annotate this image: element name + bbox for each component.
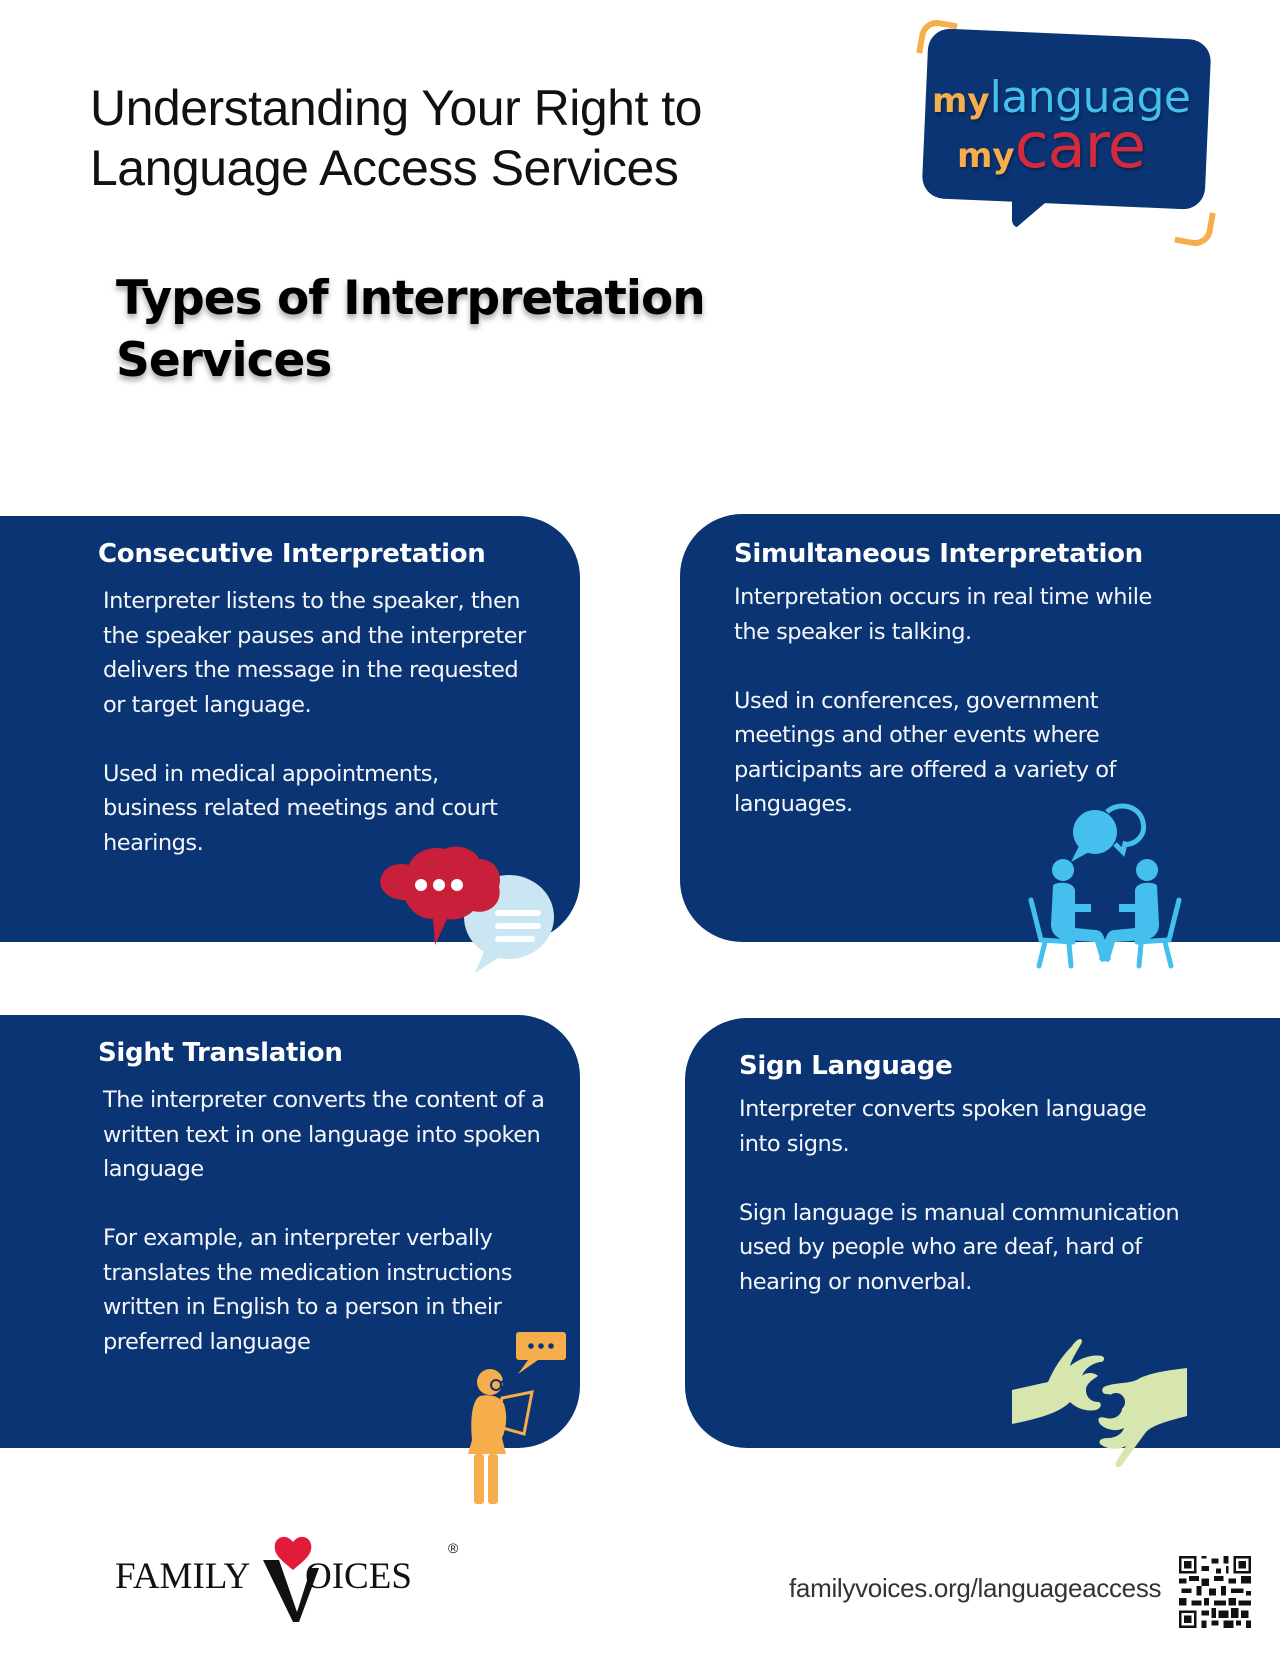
section-title-line-1: Types of Interpretation	[116, 271, 706, 326]
logo-care: care	[1014, 109, 1146, 182]
logo-my-1: my	[932, 81, 990, 121]
heart-v-icon	[263, 1536, 319, 1622]
section-title: Types of Interpretation Services	[116, 268, 706, 392]
registered-mark: ®	[448, 1540, 459, 1556]
family-voices-logo: FAMILY OICES ®	[115, 1530, 475, 1630]
card-paragraph: Interpretation occurs in real time while…	[734, 584, 1152, 645]
card-paragraph: Used in medical appointments, business r…	[103, 760, 498, 856]
person-reading-document-icon	[468, 1332, 566, 1504]
card-paragraph: The interpreter converts the content of …	[103, 1087, 545, 1182]
logo-voices-text: OICES	[305, 1556, 412, 1597]
logo-language: language	[989, 72, 1191, 123]
card-paragraph: Used in conferences, government meetings…	[734, 687, 1116, 818]
card-paragraph: Sign language is manual communication us…	[739, 1199, 1180, 1295]
card-title: Simultaneous Interpretation	[734, 539, 1143, 569]
card-body: The interpreter converts the content of …	[98, 1083, 553, 1359]
card-simultaneous-interpretation: Simultaneous Interpretation Interpretati…	[680, 514, 1280, 942]
logo-accent-arc-bottom	[1174, 207, 1216, 249]
website-url[interactable]: familyvoices.org/languageaccess	[789, 1573, 1162, 1603]
logo-family-text: FAMILY	[115, 1556, 251, 1597]
qr-code-icon[interactable]	[1179, 1556, 1251, 1628]
card-paragraph: Interpreter converts spoken language int…	[739, 1096, 1147, 1157]
logo-line-1: mylanguage	[932, 72, 1191, 123]
speech-bubbles-icon	[380, 846, 554, 973]
my-language-my-care-logo: mylanguage mycare	[915, 17, 1216, 249]
logo-line-2: mycare	[957, 115, 1146, 177]
signing-hands-icon	[1012, 1339, 1187, 1468]
card-body: Interpreter listens to the speaker, then…	[98, 584, 533, 860]
section-title-line-2: Services	[116, 333, 332, 388]
two-people-conversation-icon	[1028, 803, 1182, 969]
main-title-line-1: Understanding Your Right to	[90, 80, 702, 136]
logo-my-2: my	[957, 136, 1015, 176]
card-title: Sign Language	[739, 1051, 953, 1081]
logo-speech-bubble-tail	[1012, 192, 1058, 228]
main-title-line-2: Language Access Services	[90, 140, 679, 196]
card-sign-language: Sign Language Interpreter converts spoke…	[685, 1018, 1280, 1448]
card-body: Interpretation occurs in real time while…	[734, 580, 1174, 822]
main-title: Understanding Your Right to Language Acc…	[90, 78, 702, 198]
card-title: Sight Translation	[98, 1038, 343, 1068]
card-body: Interpreter converts spoken language int…	[739, 1092, 1189, 1299]
card-paragraph: For example, an interpreter verbally tra…	[103, 1225, 512, 1355]
card-paragraph: Interpreter listens to the speaker, then…	[103, 588, 526, 718]
card-title: Consecutive Interpretation	[98, 539, 486, 569]
